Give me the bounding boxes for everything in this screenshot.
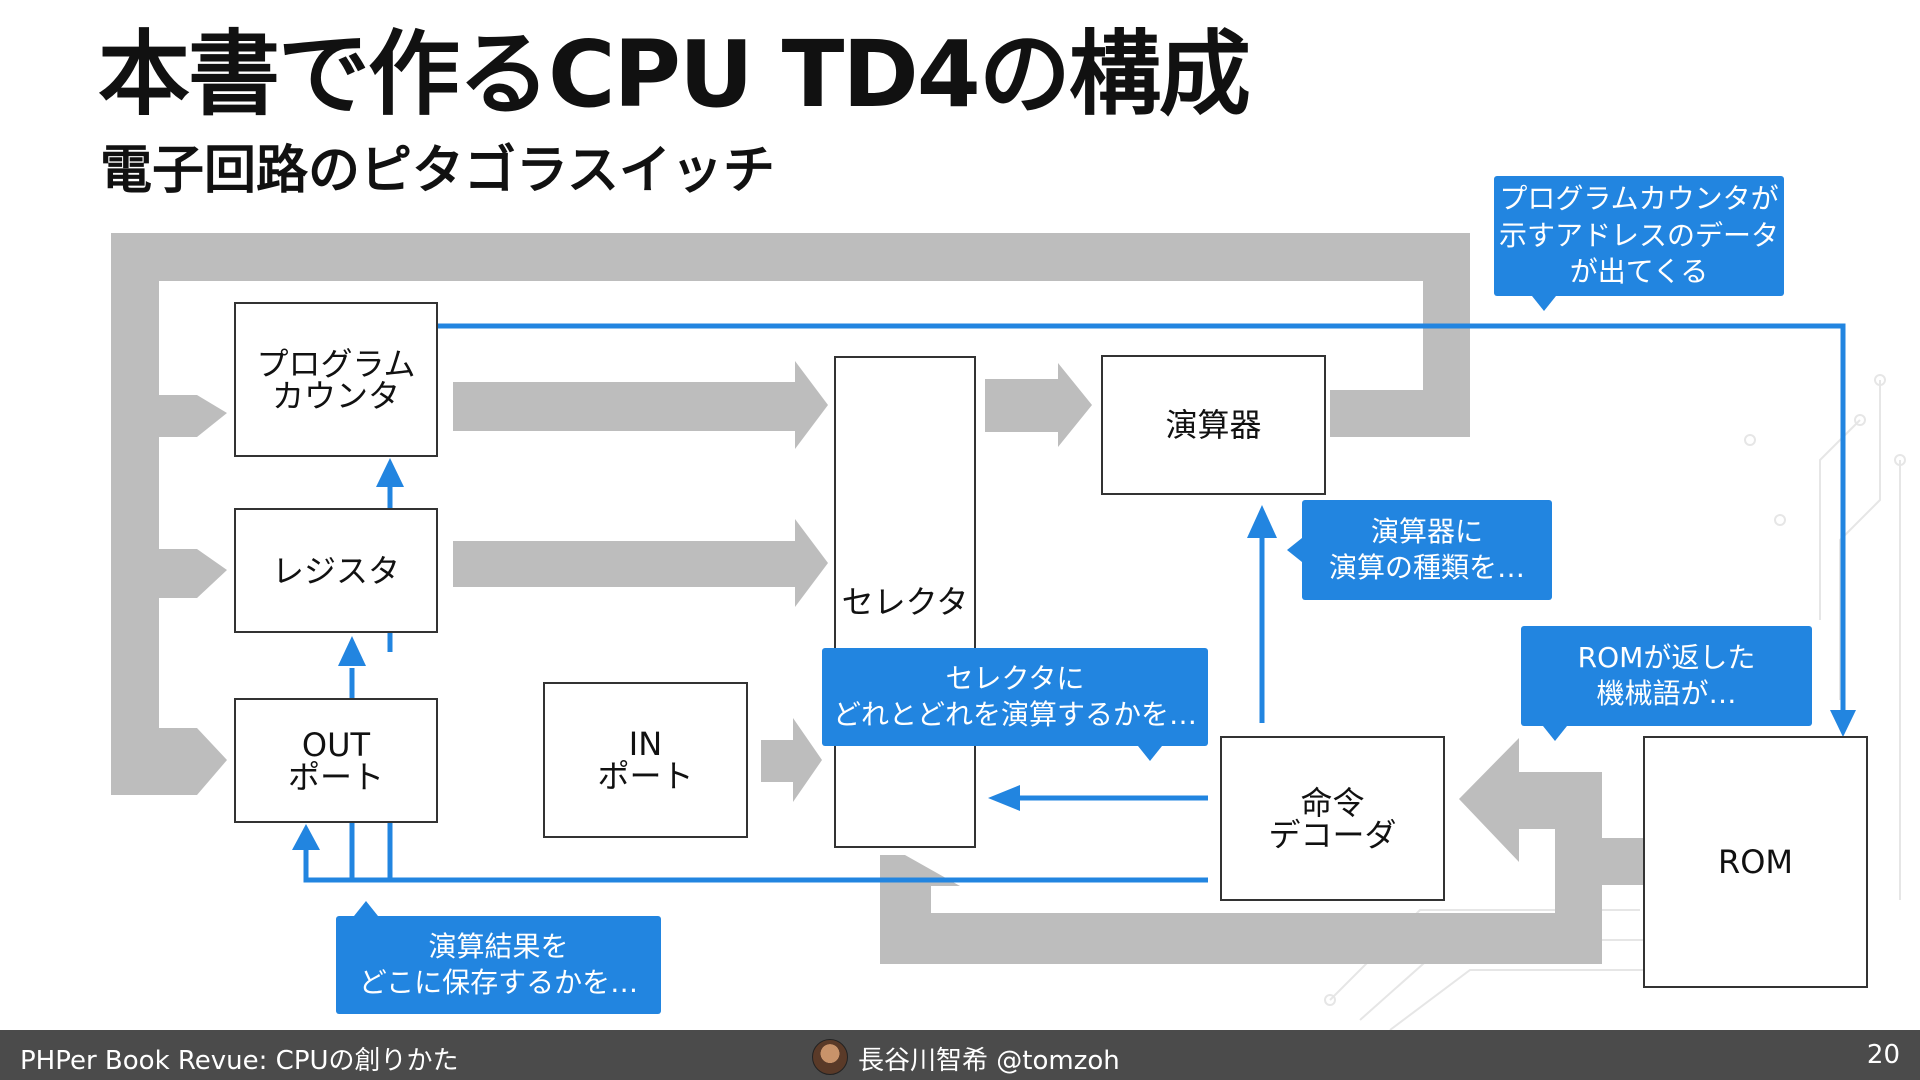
callout-tail [1138,746,1162,761]
alu-block: 演算器 [1101,355,1326,495]
avatar [812,1038,848,1075]
slide-title: 本書で作るCPU TD4の構成 [98,21,1251,128]
callout-tail [1543,726,1567,741]
selector-to-alu-arrow [985,363,1092,447]
callout-tail [1287,538,1302,562]
footer-book-title: PHPer Book Revue: CPUの創りかた [20,1046,459,1076]
selector-block: セレクタ [834,356,976,848]
register-to-selector-arrow [453,519,828,607]
callout-selector-choice-text: セレクタに どれとどれを演算するかを… [832,661,1197,731]
arrowhead-rom [1830,710,1856,737]
program-counter-block: プログラム カウンタ [234,302,438,457]
footer-author-name: 長谷川智希 @tomzoh [858,1046,1120,1076]
callout-result-dest: 演算結果を どこに保存するかを… [336,901,661,1014]
arrowhead-alu [1247,505,1277,538]
footer-author: 長谷川智希 @tomzoh [812,1038,1120,1077]
callout-rom-returns-text: ROMが返した 機械語が… [1577,640,1756,710]
callout-alu-kind: 演算器に 演算の種類を… [1287,500,1552,600]
rom-block: ROM [1643,736,1868,988]
callout-result-dest-text: 演算結果を どこに保存するかを… [358,929,639,999]
in-to-selector-arrow [761,718,822,802]
slide-footer: PHPer Book Revue: CPUの創りかた 長谷川智希 @tomzoh… [0,1030,1920,1080]
arrowhead-pc [376,458,404,487]
instruction-decoder-block: 命令 デコーダ [1220,736,1445,901]
callout-pc-address: プログラムカウンタが 示すアドレスのデータ が出てくる [1494,176,1784,311]
callout-pc-address-text: プログラムカウンタが 示すアドレスのデータ が出てくる [1498,182,1779,289]
arrowhead-register [338,636,366,666]
callout-tail [1532,296,1556,311]
pc-address-line [437,323,1846,710]
data-paths [111,233,1644,964]
arrowhead-out [292,824,320,850]
callout-alu-kind-text: 演算器に 演算の種類を… [1328,514,1525,584]
callout-rom-returns: ROMが返した 機械語が… [1521,626,1812,741]
callout-tail [354,901,378,916]
callout-selector-choice: セレクタに どれとどれを演算するかを… [822,648,1208,761]
register-block: レジスタ [234,508,438,633]
decoder-to-out-line [303,845,1208,883]
out-port-block: OUT ポート [234,698,438,823]
slide-subtitle: 電子回路のピタゴラスイッチ [100,141,775,201]
arrowhead-selector [988,785,1020,811]
page-number: 20 [1866,1040,1900,1070]
pc-to-selector-arrow [453,361,828,449]
in-port-block: IN ポート [543,682,748,838]
signal-arrowheads [292,458,1856,850]
rom-to-decoder-arrow [880,738,1644,964]
